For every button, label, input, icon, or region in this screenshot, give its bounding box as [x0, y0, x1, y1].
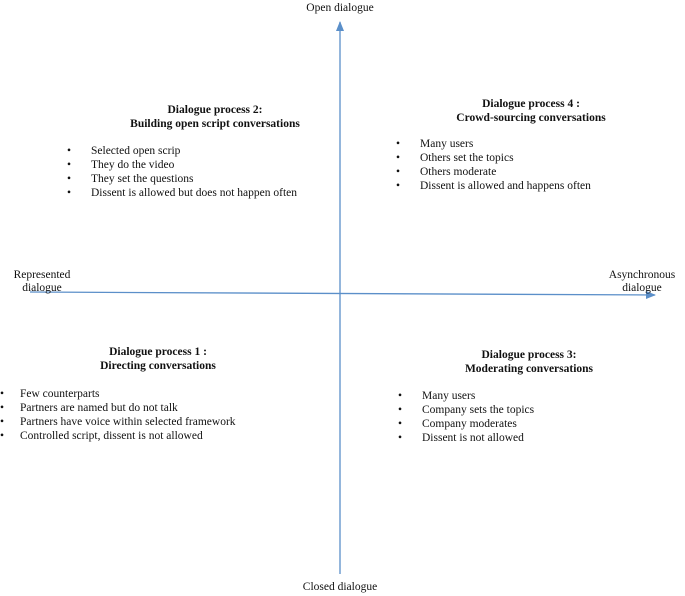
axis-label-right-line1: Asynchronous	[608, 269, 676, 281]
quadrant-title-line1: Dialogue process 1 :	[109, 346, 207, 358]
list-item: They do the video	[67, 158, 370, 172]
quadrant-title-line2: Directing conversations	[100, 359, 216, 372]
list-item: Dissent is allowed and happens often	[396, 179, 666, 193]
quadrant-title: Dialogue process 4 : Crowd-sourcing conv…	[396, 98, 666, 125]
axis-label-right: Asynchronous dialogue	[602, 269, 682, 295]
bullet-list: Many users Company sets the topics Compa…	[398, 389, 660, 445]
quadrant-title-line1: Dialogue process 4 :	[482, 98, 580, 110]
quadrant-title: Dialogue process 2: Building open script…	[60, 104, 370, 131]
list-item: Many users	[398, 389, 660, 403]
quadrant-title-line1: Dialogue process 2:	[167, 104, 263, 116]
axis-label-right-line2: dialogue	[622, 282, 662, 294]
list-item: Others set the topics	[396, 151, 666, 165]
axis-label-top: Open dialogue	[306, 2, 374, 14]
list-item: Many users	[396, 137, 666, 151]
list-item: Partners have voice within selected fram…	[0, 415, 316, 429]
bullet-list: Selected open scrip They do the video Th…	[67, 144, 370, 200]
quadrant-title-line1: Dialogue process 3:	[481, 349, 577, 361]
quadrant-title-line2: Moderating conversations	[464, 362, 594, 375]
axis-label-bottom: Closed dialogue	[302, 581, 378, 593]
quadrant-title: Dialogue process 1 : Directing conversat…	[0, 346, 316, 373]
list-item: Few counterparts	[0, 387, 316, 401]
list-item: Controlled script, dissent is not allowe…	[0, 429, 316, 443]
quadrant-process-1: Dialogue process 1 : Directing conversat…	[0, 346, 316, 443]
quadrant-title: Dialogue process 3: Moderating conversat…	[398, 349, 660, 376]
axis-label-left-line2: dialogue	[22, 282, 62, 294]
quadrant-process-3: Dialogue process 3: Moderating conversat…	[398, 349, 660, 445]
horizontal-axis	[29, 290, 656, 299]
list-item: Partners are named but do not talk	[0, 401, 316, 415]
bullet-list: Many users Others set the topics Others …	[396, 137, 666, 193]
list-item: Company moderates	[398, 417, 660, 431]
list-item: They set the questions	[67, 172, 370, 186]
quadrant-process-2: Dialogue process 2: Building open script…	[60, 104, 370, 200]
quadrant-process-4: Dialogue process 4 : Crowd-sourcing conv…	[396, 98, 666, 193]
quadrant-title-line2: Crowd-sourcing conversations	[456, 111, 606, 124]
bullet-list: Few counterparts Partners are named but …	[0, 387, 316, 443]
axis-label-left-line1: Represented	[13, 269, 71, 281]
list-item: Dissent is not allowed	[398, 431, 660, 445]
list-item: Dissent is allowed but does not happen o…	[67, 186, 370, 200]
list-item: Company sets the topics	[398, 403, 660, 417]
list-item: Others moderate	[396, 165, 666, 179]
axis-label-left: Represented dialogue	[2, 269, 82, 295]
quadrant-title-line2: Building open script conversations	[130, 117, 300, 130]
list-item: Selected open scrip	[67, 144, 370, 158]
